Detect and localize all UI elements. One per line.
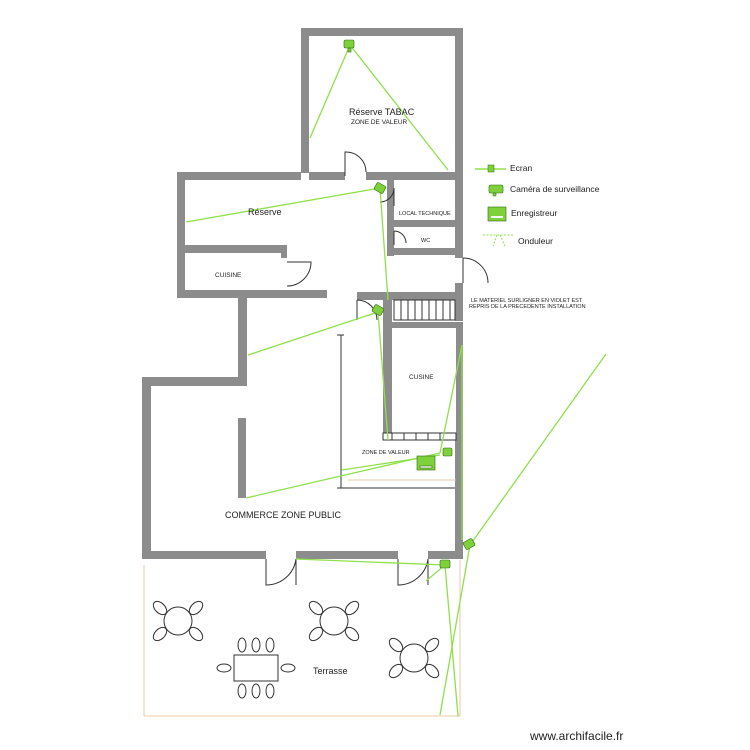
legend-label-recorder: Enregistreur: [511, 208, 557, 218]
ups-icon: [483, 234, 514, 247]
label-zone-valeur-top: ZONE DE VALEUR: [351, 119, 408, 126]
camera-icon: [343, 39, 355, 53]
camera-icon: [488, 184, 504, 197]
room-labels: Réserve TABAC ZONE DE VALEUR Réserve LOC…: [215, 107, 586, 676]
label-zone-valeur-bottom: ZONE DE VALEUR: [362, 450, 410, 456]
terrace-furniture: [152, 600, 440, 699]
label-cusine: CUSINE: [409, 374, 434, 381]
legend-label-screen: Ecran: [510, 163, 532, 173]
label-local-technique: LOCAL TECHNIQUE: [399, 211, 451, 217]
label-reserve: Réserve: [248, 207, 282, 217]
label-cuisine: CUISINE: [215, 272, 242, 279]
surveillance-cables: [185, 44, 607, 717]
legend-label-ups: Onduleur: [518, 236, 553, 246]
camera-icon: [442, 447, 453, 457]
camera-icon: [371, 304, 385, 316]
camera-icon: [373, 182, 387, 194]
label-commerce: COMMERCE ZONE PUBLIC: [225, 510, 342, 520]
camera-icon: [439, 559, 451, 569]
legend-item-screen: Ecran: [475, 163, 532, 173]
recorder-icon: [416, 455, 436, 471]
legend: Ecran Caméra de surveillance Enregistreu…: [475, 163, 600, 247]
round-table-1: [152, 600, 204, 642]
fixtures: [337, 334, 457, 489]
staircase: [393, 299, 456, 321]
walls: [142, 28, 463, 559]
legend-item-camera: Caméra de surveillance: [488, 184, 600, 197]
doors: [265, 151, 489, 586]
round-table-3: [388, 637, 440, 679]
screen-icon: [475, 164, 506, 173]
rect-table: [216, 637, 296, 699]
terrace-outline: [143, 560, 461, 717]
recorder-icon: [487, 206, 507, 222]
watermark: www.archifacile.fr: [529, 729, 623, 743]
legend-label-camera: Caméra de surveillance: [510, 184, 600, 194]
label-terrasse: Terrasse: [313, 666, 348, 676]
label-reserve-tabac: Réserve TABAC: [349, 107, 415, 117]
note-line-2: REPRIS DE LA PRECEDENTE INSTALLATION: [469, 304, 586, 310]
legend-item-recorder: Enregistreur: [487, 206, 557, 222]
label-wc: WC: [421, 238, 430, 244]
plan-devices: [343, 39, 476, 569]
round-table-2: [308, 600, 360, 642]
camera-icon: [462, 538, 476, 550]
note-line-1: LE MATERIEL SURLIGNER EN VIOLET EST: [471, 298, 583, 304]
legend-item-ups: Onduleur: [483, 234, 553, 247]
